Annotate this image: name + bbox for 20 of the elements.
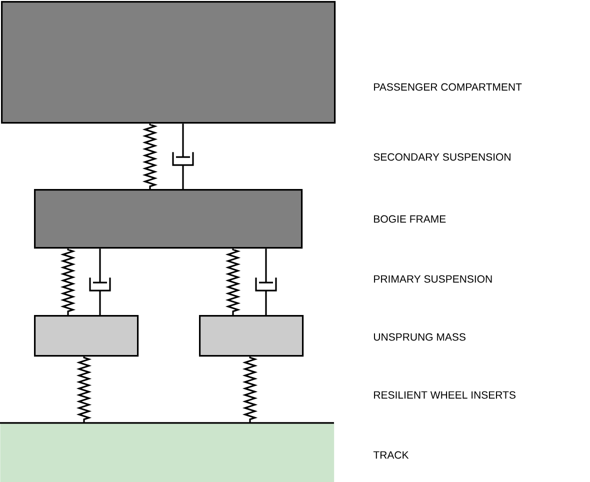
spring-symbol [60,248,76,315]
level-label: UNSPRUNG MASS [374,333,466,341]
level-label: RESILIENT WHEEL INSERTS [374,391,516,399]
wheel-mass-block [199,314,304,357]
level-label: BOGIE FRAME [374,215,446,223]
damper-symbol [172,122,194,190]
spring-symbol [242,356,258,423]
spring-symbol [76,356,92,423]
car-body-block [1,1,336,124]
spring-symbol [142,123,158,189]
bogie-frame-block [34,188,303,249]
damper-symbol [255,248,277,316]
level-label: TRACK [373,451,409,459]
level-label: PASSENGER COMPARTMENT [374,83,522,91]
track-band [0,422,334,482]
level-label: SECONDARY SUSPENSION [374,153,510,161]
spring-symbol [225,248,241,315]
level-label: PRIMARY SUSPENSION [374,275,492,283]
wheel-mass-block [34,314,139,357]
damper-symbol [89,248,111,316]
